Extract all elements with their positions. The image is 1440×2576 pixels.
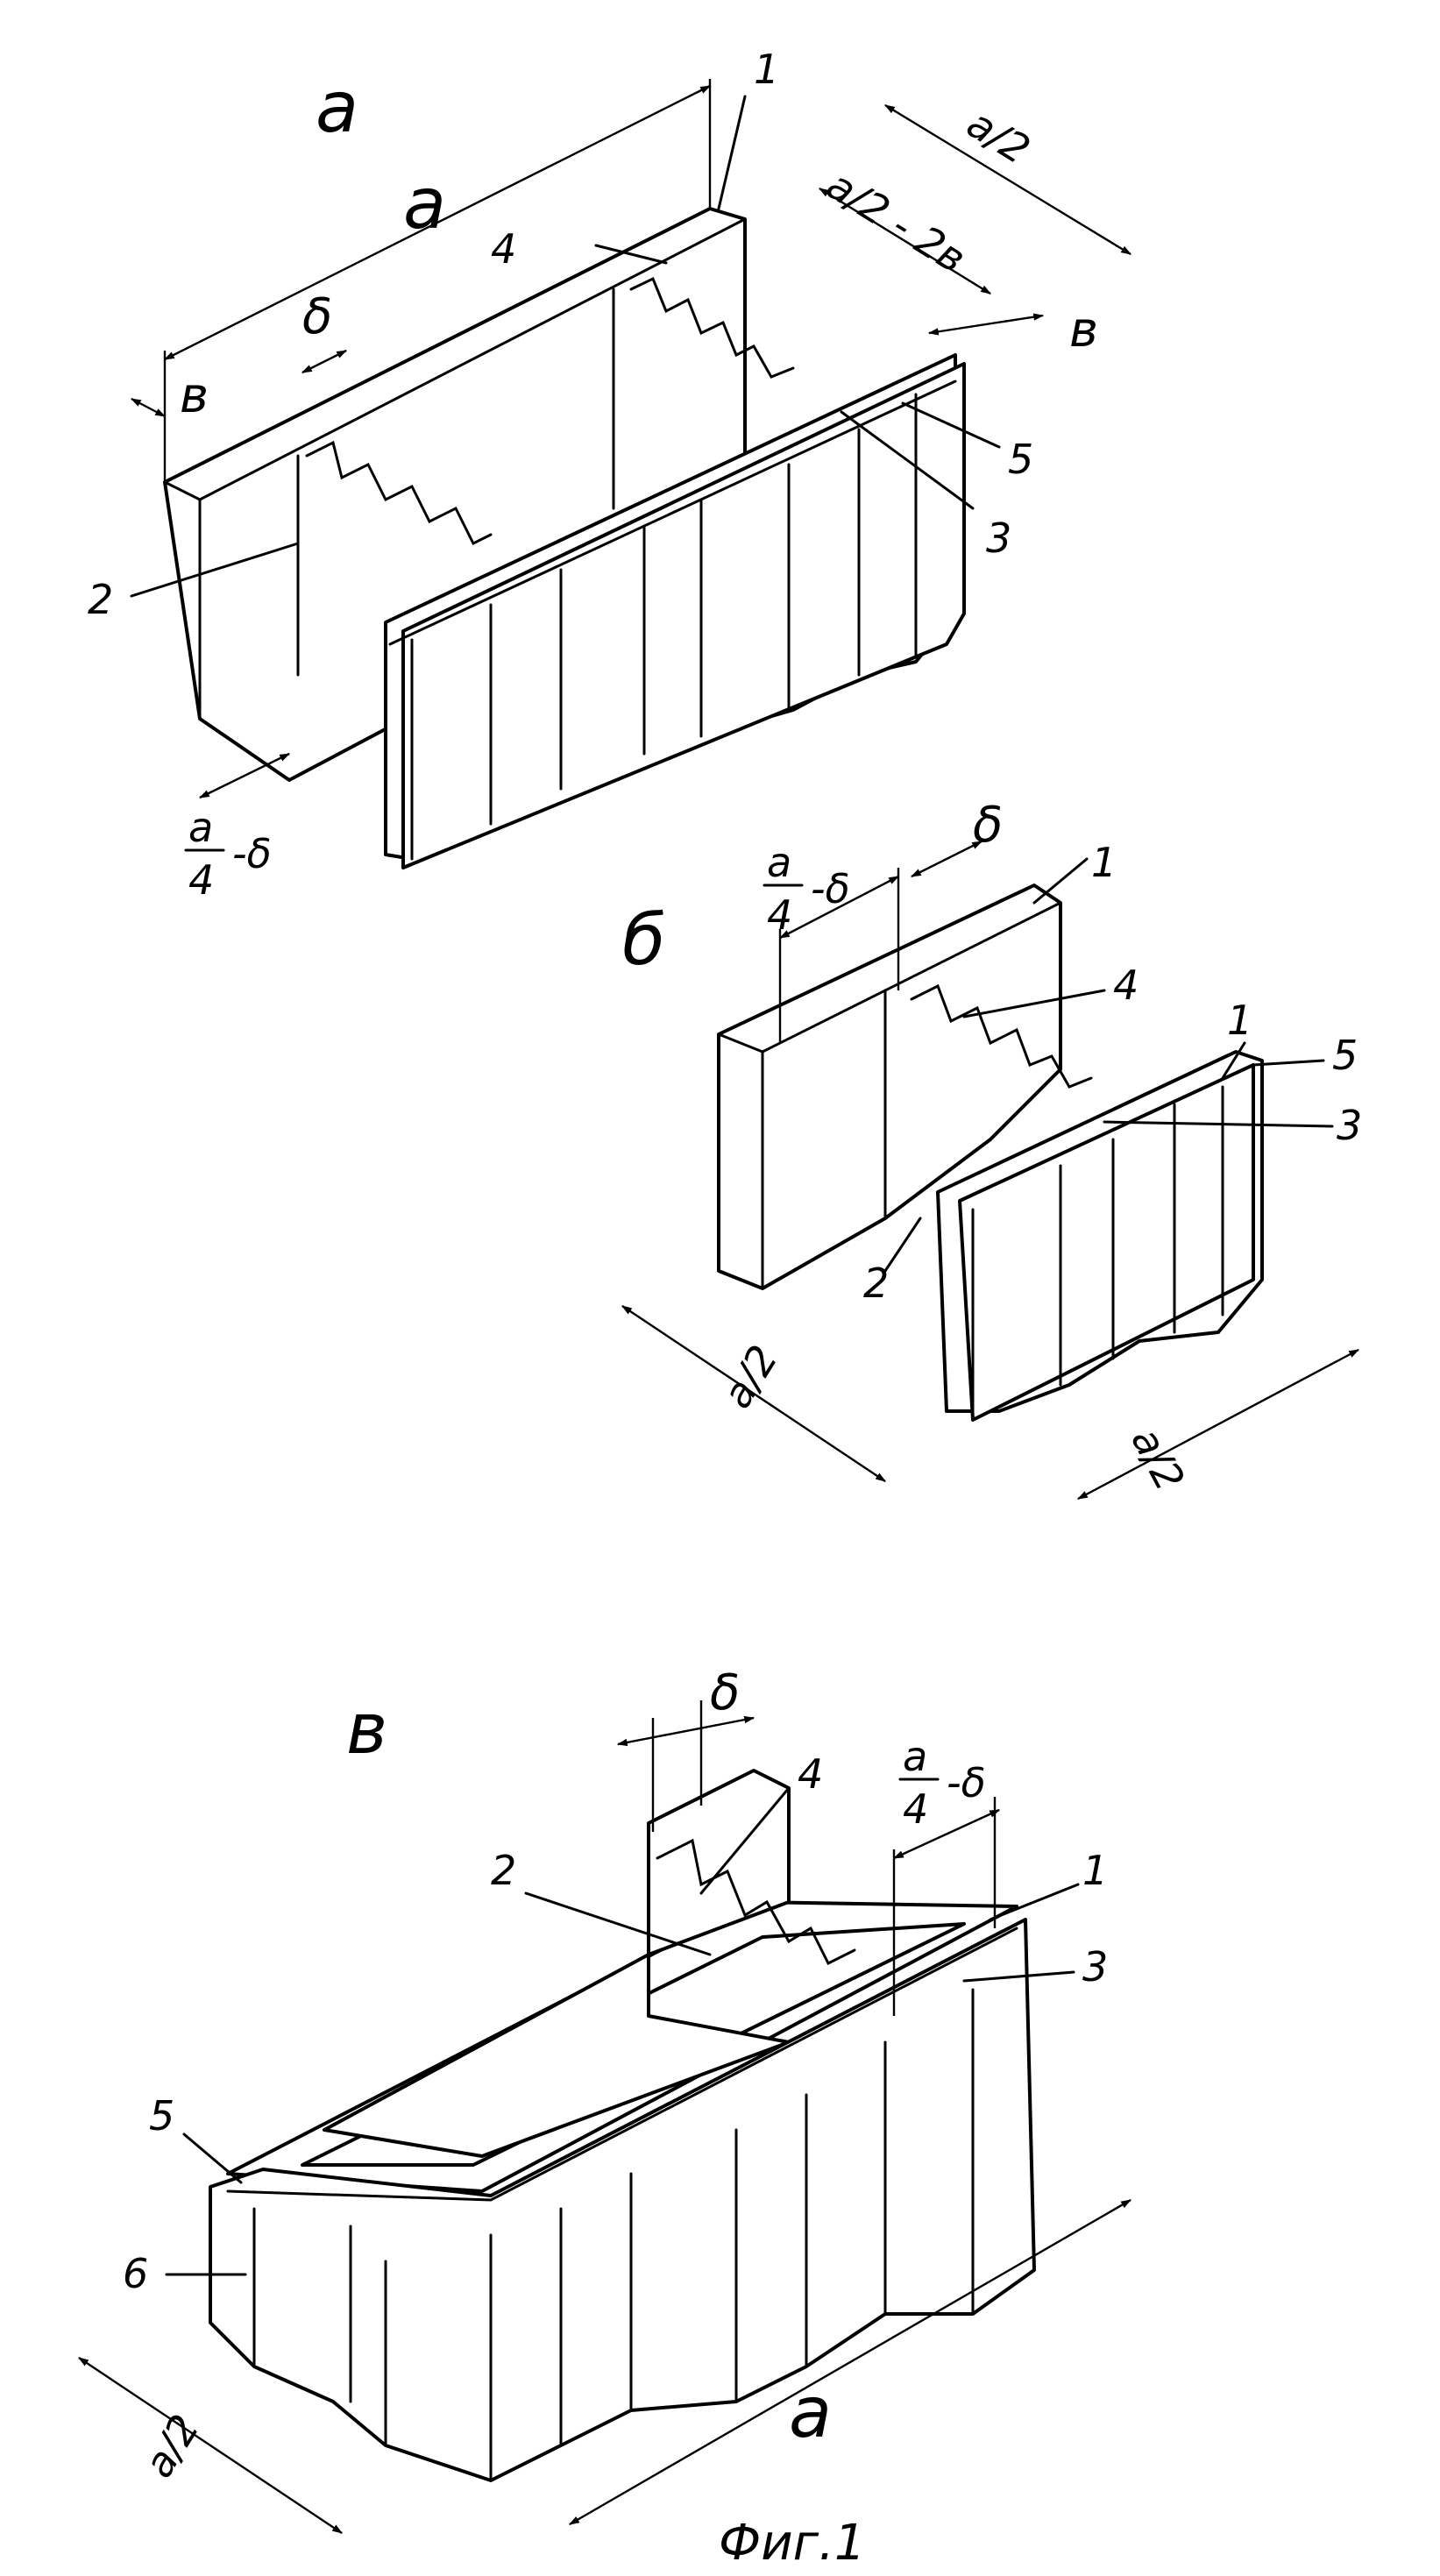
view-b-part-2: 2 <box>863 1260 889 1307</box>
view-b: б a 4 -δ δ 1 4 1 5 3 2 a/2 a/2 <box>622 797 1362 1499</box>
view-a-dim-a-half-minus-2b: a/2 - 2в <box>819 161 974 283</box>
view-c-part-1: 1 <box>1082 1847 1108 1894</box>
view-a-letter: а <box>316 67 358 148</box>
view-b-dim-delta: δ <box>973 797 1003 854</box>
view-a: а a 1 4 5 3 2 в δ в a/2 a/2 - 2в a 4 -δ <box>88 46 1131 904</box>
view-a-dim-delta: δ <box>302 288 332 345</box>
view-b-letter: б <box>622 899 665 981</box>
view-c-dim-a: a <box>789 2372 832 2453</box>
view-c-part-5: 5 <box>149 2092 174 2140</box>
view-b-part-3: 3 <box>1337 1102 1362 1149</box>
view-b-dim-a-half-left: a/2 <box>713 1337 787 1416</box>
view-a-part-5: 5 <box>1008 436 1033 483</box>
view-a-frac-den: 4 <box>188 856 214 904</box>
view-b-dim-a-half-right: a/2 <box>1122 1420 1194 1499</box>
view-c-frac-num: a <box>903 1733 927 1780</box>
view-a-frac-num: a <box>188 804 213 851</box>
view-c-part-2: 2 <box>491 1847 516 1894</box>
view-a-dim-b: в <box>180 367 209 424</box>
view-b-part-1: 1 <box>1091 839 1117 886</box>
view-a-part-4: 4 <box>491 225 516 273</box>
view-a-frac-minus-delta: -δ <box>232 830 272 877</box>
view-c-dim-a-half: a/2 <box>135 2406 209 2485</box>
view-c: в δ a 4 -δ 2 4 1 3 5 6 a a/2 <box>79 1664 1131 2533</box>
view-b-frac-num: a <box>767 839 791 886</box>
view-c-frac-minus-delta: -δ <box>947 1759 986 1806</box>
view-b-frac-den: 4 <box>767 891 792 939</box>
view-c-part-3: 3 <box>1082 1943 1108 1991</box>
figure-caption: Фиг.1 <box>719 2515 865 2572</box>
view-c-dim-delta: δ <box>710 1664 740 1721</box>
view-b-part-1-panel: 1 <box>1227 997 1252 1044</box>
view-c-part-4: 4 <box>798 1750 823 1798</box>
view-a-dim-a: a <box>403 163 446 245</box>
view-a-part-1: 1 <box>754 46 779 93</box>
view-b-part-4: 4 <box>1113 962 1139 1009</box>
view-c-letter: в <box>346 1688 387 1770</box>
view-a-dim-a-half: a/2 <box>959 100 1038 174</box>
view-c-frac-den: 4 <box>903 1785 928 1833</box>
view-b-frac-minus-delta: -δ <box>811 865 850 912</box>
view-c-part-6: 6 <box>123 2250 148 2297</box>
view-a-dim-b-right: в <box>1069 302 1098 358</box>
view-a-part-3: 3 <box>986 514 1011 562</box>
view-a-part-2: 2 <box>88 576 113 623</box>
view-b-part-5: 5 <box>1332 1032 1358 1079</box>
